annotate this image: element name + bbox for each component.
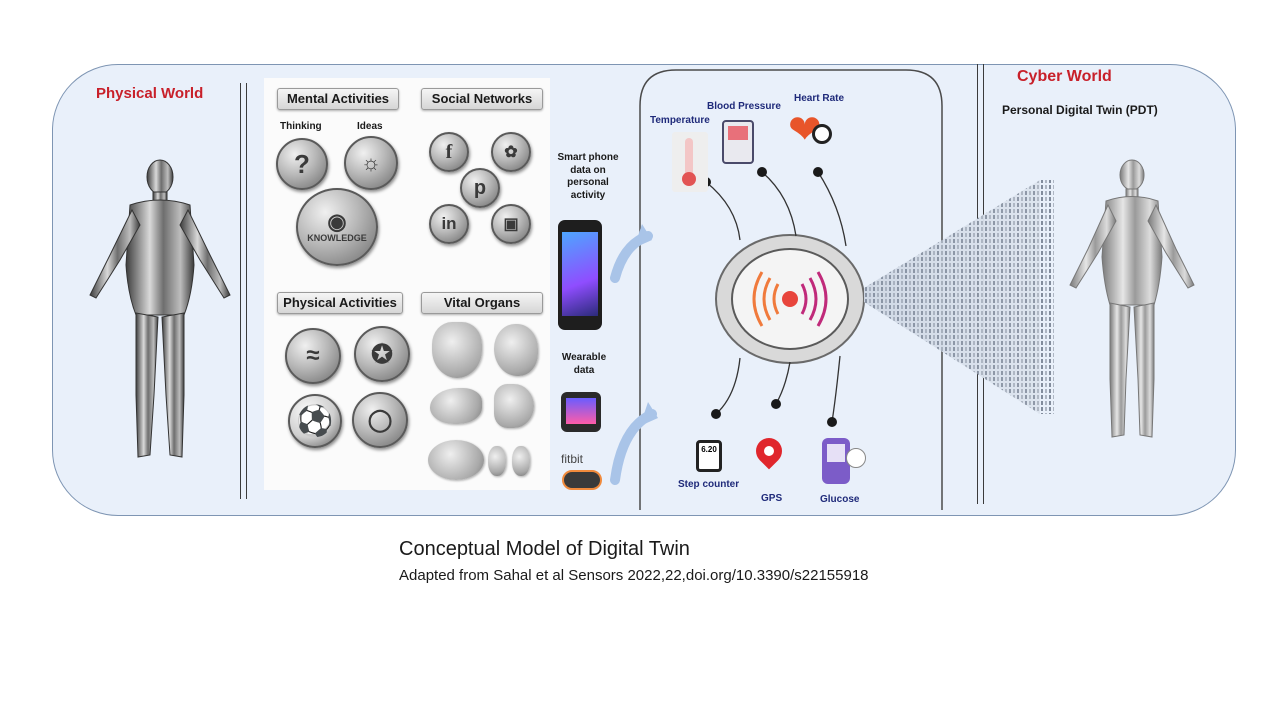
smartphone-screen [562, 232, 598, 316]
physical-human-figure [89, 159, 231, 458]
sensor-hub-diagram [610, 69, 943, 510]
heart-organ-icon [494, 324, 538, 376]
vital-organs-label: Vital Organs [421, 292, 543, 314]
digital-twin-human-figure [1069, 159, 1195, 438]
linkedin-icon: in [429, 204, 469, 244]
label-line: Wearable [561, 352, 607, 363]
pinterest-icon: p [460, 168, 500, 208]
glucose-meter-icon [822, 438, 850, 484]
caption-title: Conceptual Model of Digital Twin [399, 538, 690, 560]
cyber-world-title: Cyber World [1017, 68, 1112, 85]
facebook-icon: f [429, 132, 469, 172]
knowledge-label: KNOWLEDGE [307, 233, 367, 243]
fitbit-band-icon [562, 470, 602, 490]
physical-world-title: Physical World [96, 85, 204, 102]
temperature-label: Temperature [650, 115, 710, 126]
lungs-icon [432, 322, 482, 378]
blood-pressure-monitor-icon [722, 120, 754, 164]
arrow-icon [634, 224, 652, 248]
social-networks-label: Social Networks [421, 88, 543, 110]
ideas-label: Ideas [357, 121, 383, 132]
instagram-icon: ▣ [491, 204, 531, 244]
smartphone-icon [558, 220, 602, 330]
label-line: activity [570, 189, 606, 201]
personal-digital-twin-label: Personal Digital Twin (PDT) [1002, 103, 1158, 117]
bicycle-icon: ◯ [352, 392, 408, 448]
running-icon: ✪ [354, 326, 410, 382]
smartphone-data-label: Smart phone data on personal activity [552, 152, 624, 202]
lightbulb-icon: ☼ [344, 136, 398, 190]
stomach-icon [494, 384, 534, 428]
kidney-icon [488, 446, 506, 476]
smartwatch-icon [561, 392, 601, 432]
wearable-data-label: Wearable data [552, 352, 616, 377]
thermometer-icon [672, 132, 708, 192]
step-counter-icon: 6.20 [696, 440, 722, 472]
separator-line [246, 83, 247, 499]
blood-pressure-label: Blood Pressure [707, 101, 781, 112]
gauge-icon [812, 124, 832, 144]
kidney-icon [512, 446, 530, 476]
mental-activities-label: Mental Activities [277, 88, 399, 110]
thinking-label: Thinking [280, 121, 322, 132]
label-line: data on [570, 164, 606, 176]
brain-icon [428, 440, 484, 480]
step-counter-label: Step counter [678, 479, 740, 490]
caption-source: Adapted from Sahal et al Sensors 2022,22… [399, 567, 869, 584]
fitbit-logo: fitbit [561, 452, 584, 466]
glucose-drop-icon [846, 448, 866, 468]
knowledge-head-icon: ◉ KNOWLEDGE [296, 188, 378, 266]
physical-activities-label: Physical Activities [277, 292, 403, 314]
label-line: data [573, 364, 595, 376]
liver-icon [430, 388, 482, 424]
soccer-ball-icon: ⚽ [288, 394, 342, 448]
gps-label: GPS [761, 493, 783, 504]
separator-line [240, 83, 241, 499]
binary-data-stream [864, 180, 1054, 414]
heart-rate-label: Heart Rate [794, 93, 845, 104]
label-line: Smart phone [557, 152, 619, 163]
swimming-icon: ≈ [285, 328, 341, 384]
smartwatch-screen [566, 398, 596, 424]
question-icon: ? [276, 138, 328, 190]
twitter-icon: ✿ [491, 132, 531, 172]
glucose-label: Glucose [820, 494, 860, 505]
label-line: personal [567, 177, 609, 188]
